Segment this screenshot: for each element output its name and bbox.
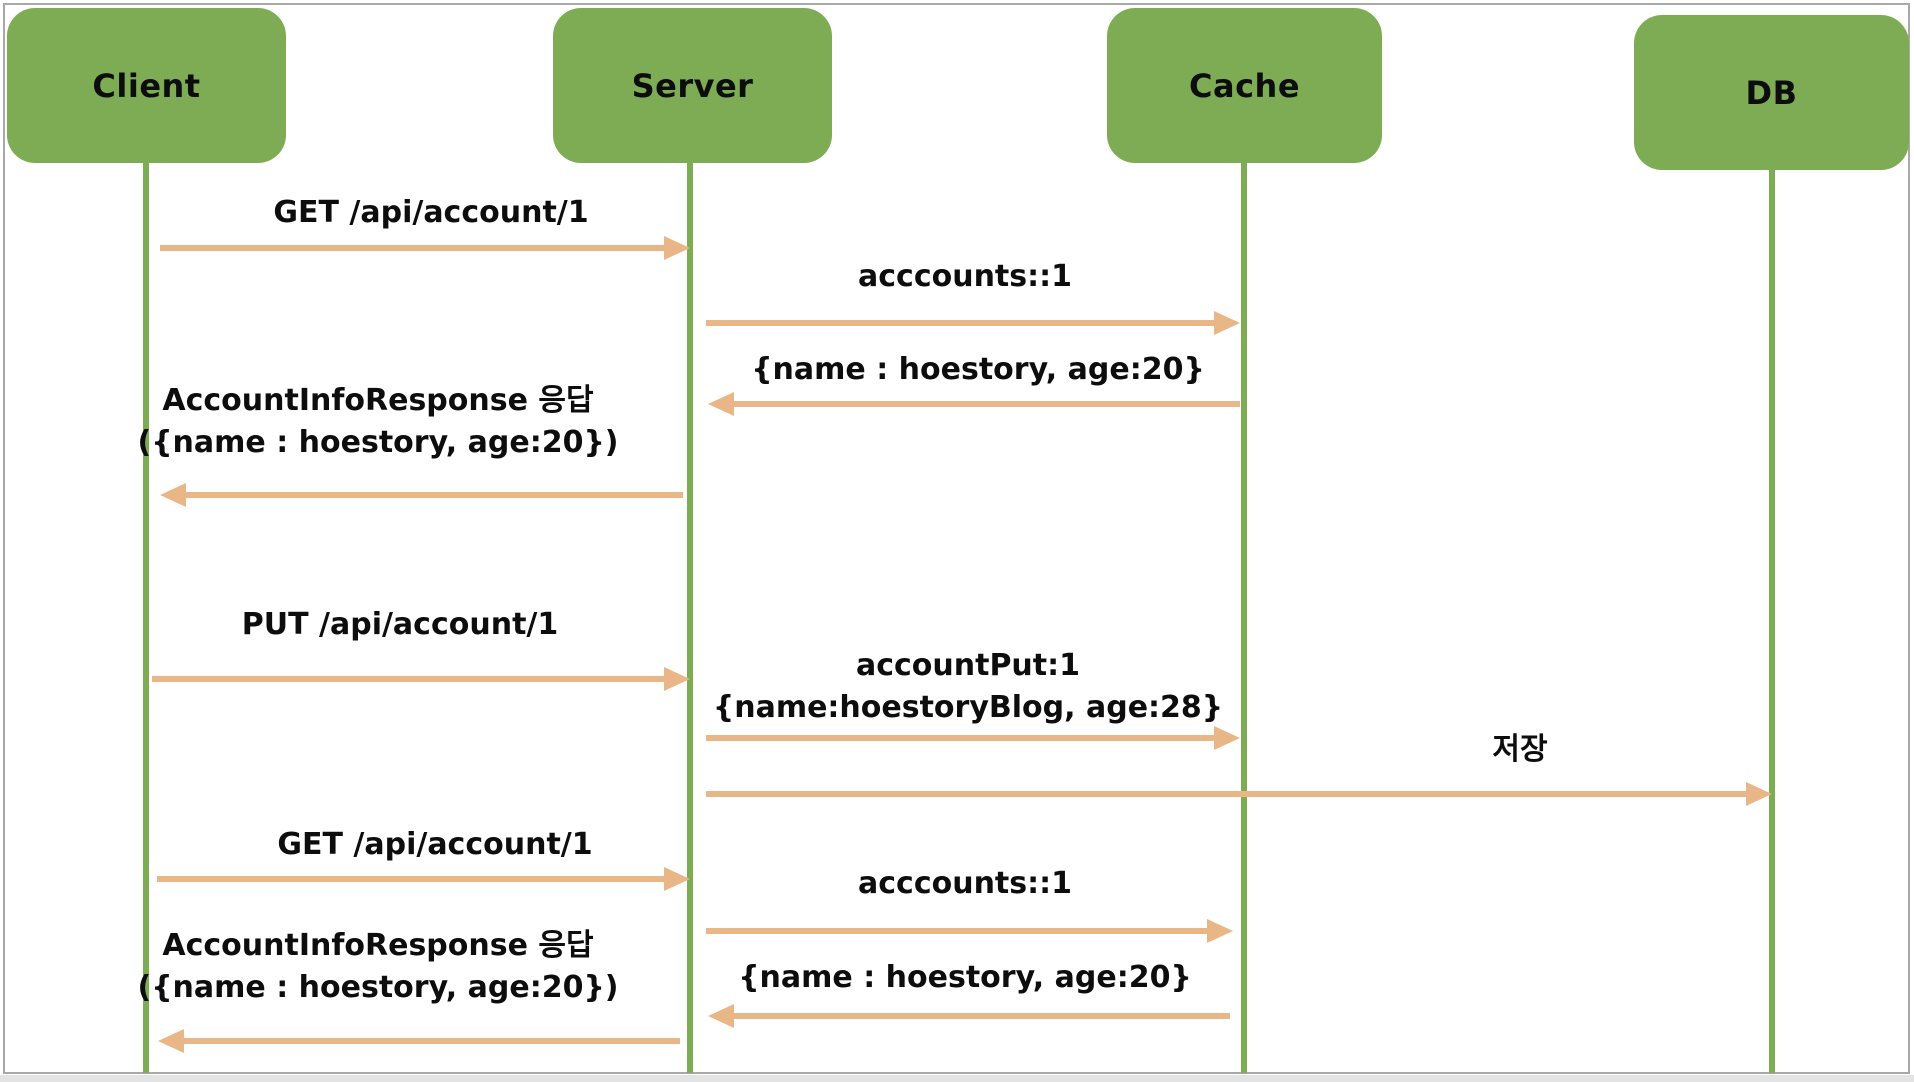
message-6-label-line-1: accountPut:1	[855, 648, 1081, 683]
message-4-label-line-2: ({name : hoestory, age:20})	[137, 425, 619, 460]
slide-frame-border	[3, 3, 1910, 1074]
participant-box-cache: Cache	[1107, 8, 1382, 163]
participant-label-server: Server	[631, 66, 754, 105]
message-5-label: PUT /api/account/1	[242, 604, 558, 646]
message-11-label: AccountInfoResponse 응답 ({name : hoestory,…	[137, 925, 618, 1009]
message-7-label-line-1: 저장	[1492, 732, 1548, 767]
participant-box-db: DB	[1634, 15, 1909, 170]
message-6-label-line-2: {name:hoestoryBlog, age:28}	[712, 690, 1224, 725]
message-2-arrow-right	[706, 320, 1214, 326]
participant-label-db: DB	[1745, 73, 1798, 112]
message-4-arrow-left	[186, 492, 683, 498]
message-9-arrow-right	[706, 928, 1207, 934]
message-1-label: GET /api/account/1	[273, 192, 588, 234]
message-2-label: acccounts::1	[858, 256, 1072, 298]
lifeline-db	[1769, 168, 1775, 1073]
message-8-label: GET /api/account/1	[277, 824, 592, 866]
participant-box-client: Client	[7, 8, 286, 163]
participant-label-client: Client	[92, 66, 201, 105]
message-3-label: {name : hoestory, age:20}	[751, 349, 1205, 391]
lifeline-cache	[1241, 161, 1247, 1073]
message-9-label: acccounts::1	[858, 863, 1072, 905]
message-10-label-line-1: {name : hoestory, age:20}	[738, 960, 1192, 995]
outside-bottom-margin	[0, 1075, 1914, 1082]
message-7-label: 저장	[1492, 729, 1547, 771]
message-11-label-line-1: AccountInfoResponse 응답	[162, 928, 594, 963]
message-10-label: {name : hoestory, age:20}	[738, 957, 1192, 999]
message-6-label: accountPut:1 {name:hoestoryBlog, age:28}	[713, 645, 1223, 729]
message-8-arrow-right	[157, 876, 664, 882]
message-11-arrow-left	[184, 1038, 680, 1044]
lifeline-server	[687, 161, 693, 1073]
message-5-arrow-right	[152, 676, 664, 682]
message-1-label-line-1: GET /api/account/1	[273, 195, 589, 230]
lifeline-client	[143, 161, 149, 1073]
message-9-label-line-1: acccounts::1	[858, 866, 1072, 901]
message-4-label-line-1: AccountInfoResponse 응답	[162, 383, 594, 418]
message-5-label-line-1: PUT /api/account/1	[241, 607, 559, 642]
message-3-label-line-1: {name : hoestory, age:20}	[751, 352, 1205, 387]
message-2-label-line-1: acccounts::1	[858, 259, 1072, 294]
message-4-label: AccountInfoResponse 응답 ({name : hoestory,…	[137, 380, 618, 464]
message-11-label-line-2: ({name : hoestory, age:20})	[137, 970, 619, 1005]
message-3-arrow-left	[734, 401, 1240, 407]
message-6-arrow-right	[706, 735, 1214, 741]
message-10-arrow-left	[734, 1013, 1230, 1019]
participant-label-cache: Cache	[1188, 66, 1301, 105]
participant-box-server: Server	[553, 8, 832, 163]
message-8-label-line-1: GET /api/account/1	[277, 827, 593, 862]
message-7-arrow-right	[706, 791, 1746, 797]
message-1-arrow-right	[160, 245, 664, 251]
